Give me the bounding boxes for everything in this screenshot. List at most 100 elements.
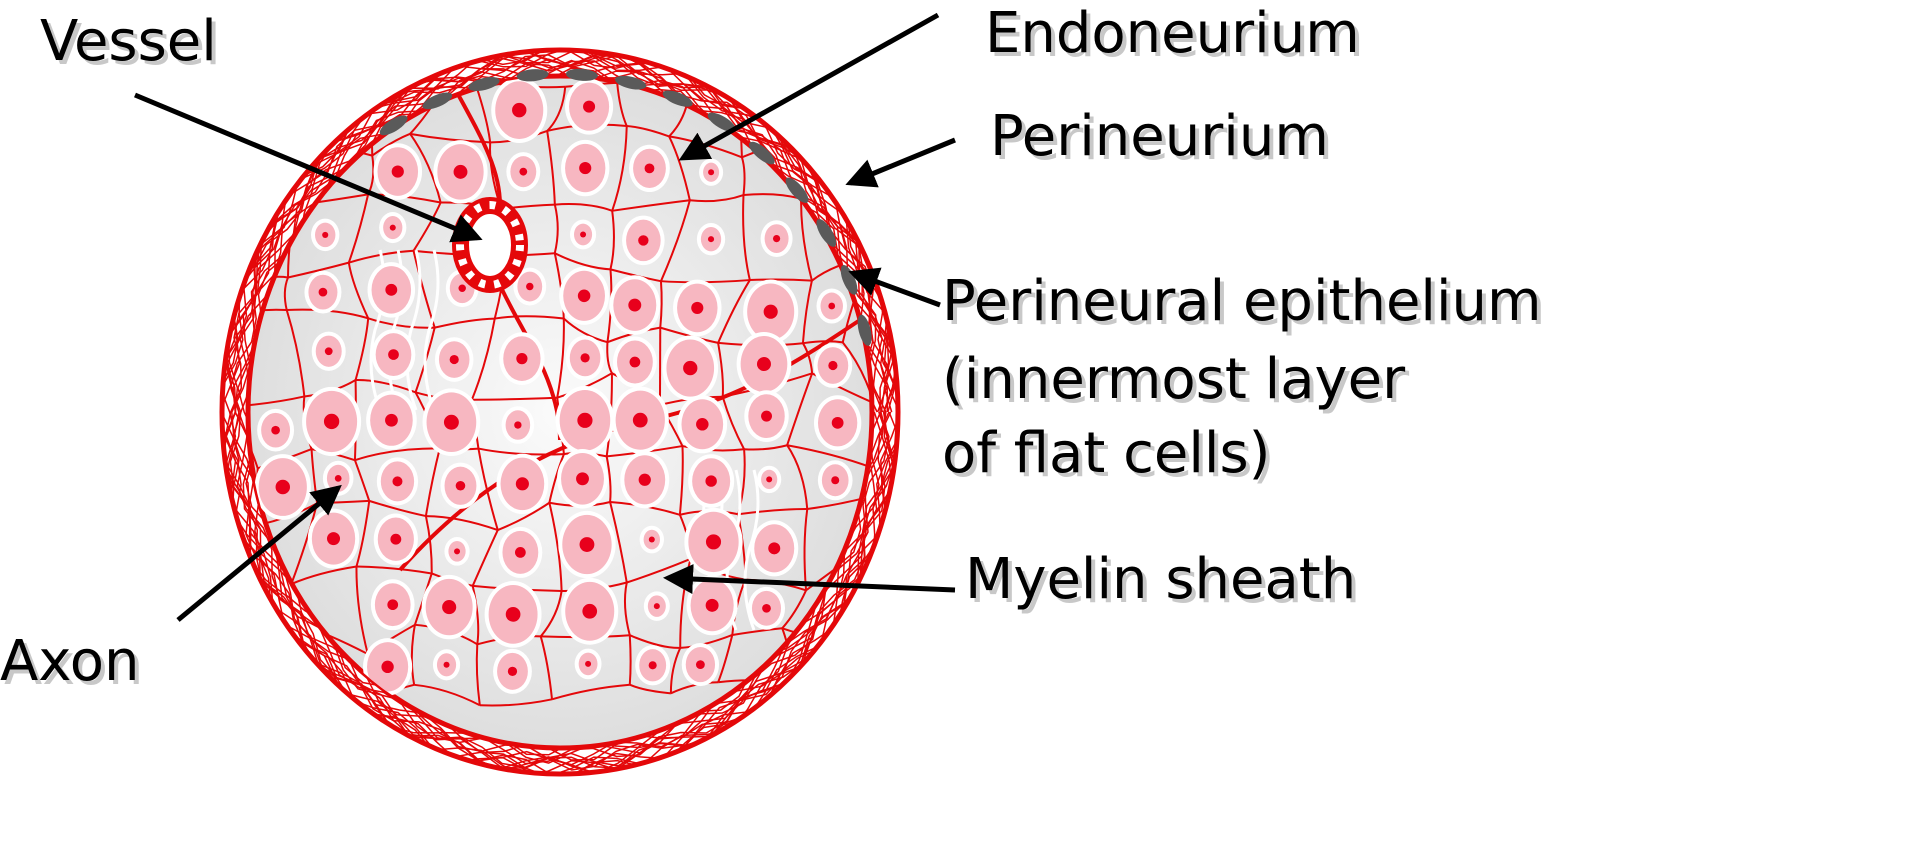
myelinated-axon	[491, 77, 548, 143]
myelinated-axon	[376, 457, 419, 506]
endoneurium-fiber	[669, 647, 682, 694]
myelinated-axon	[736, 332, 792, 397]
endoneurium-fiber	[285, 309, 306, 397]
endoneurium-fiber	[225, 578, 233, 624]
endoneurium-fiber	[548, 502, 563, 591]
endoneurium-fiber	[609, 501, 628, 583]
axon-core	[638, 473, 651, 486]
axon-core	[707, 236, 715, 243]
flat-epithelial-cell	[422, 92, 453, 110]
axon-core	[334, 474, 342, 482]
endoneurium-fiber	[425, 515, 499, 531]
axon-core	[691, 301, 704, 315]
myelinated-axon	[558, 510, 616, 579]
endoneurium-fiber	[354, 447, 440, 462]
endoneurium-fiber	[409, 133, 442, 203]
endoneurium-fiber	[738, 508, 808, 516]
endoneurium-fiber	[546, 86, 567, 132]
vessel-arrow	[134, 92, 483, 243]
myelinated-axon	[760, 220, 793, 257]
myelinated-axon	[743, 279, 799, 344]
endoneurium-fiber	[717, 634, 734, 683]
endoneurium-fiber	[551, 683, 630, 701]
endoneurium-fiber	[368, 499, 427, 518]
flat-epithelial-cell	[748, 141, 775, 165]
axon-core	[514, 421, 522, 429]
myelinated-axon	[635, 645, 671, 686]
axon-core	[772, 235, 781, 243]
myelinated-axon	[363, 638, 413, 696]
axon-core	[632, 412, 648, 428]
myelinated-axon	[373, 143, 423, 200]
axon-core	[648, 661, 657, 670]
perineurium-fiber	[222, 50, 898, 774]
label-perineural-epithelium-line2: (innermost layer	[942, 347, 1406, 412]
perineurium-fiber	[224, 54, 896, 771]
myelinated-axon	[696, 222, 726, 256]
axon-core	[828, 360, 838, 371]
endoneurium-fiber	[626, 124, 670, 138]
axon-core	[275, 479, 291, 495]
label-axon: Axon	[0, 629, 139, 694]
myelinated-axon	[370, 579, 415, 631]
myelinated-axon	[612, 336, 657, 388]
axon-core	[271, 425, 280, 435]
axon-core	[579, 162, 592, 175]
myelinated-axon	[493, 648, 532, 694]
axon-core	[387, 599, 399, 611]
flat-epithelial-cell	[468, 77, 500, 92]
axon-core	[696, 418, 709, 431]
axon-core	[512, 102, 527, 118]
endoneurium-fiber	[802, 342, 814, 374]
myelinated-axon	[557, 449, 608, 509]
endoneurium-fiber	[475, 644, 481, 706]
endoneurium-fiber	[471, 396, 558, 401]
endoneurium-fiber	[629, 634, 681, 649]
endoneurium-fiber	[539, 590, 563, 638]
endoneurium-fiber	[798, 128, 857, 136]
myelinated-axon	[681, 643, 720, 687]
label-vessel: Vessel	[40, 9, 217, 74]
perineural-epithelium-cells	[379, 68, 872, 346]
perineurium-arrow	[845, 137, 956, 188]
myelinated-axon	[611, 386, 669, 454]
myelinated-axon	[699, 158, 724, 186]
axon-core	[577, 412, 593, 428]
endoneurium-fiber	[424, 515, 433, 574]
endoneurium-fiber	[497, 501, 550, 531]
axon-core	[392, 476, 403, 487]
axon-core	[388, 349, 399, 360]
endoneurium-fiber	[749, 278, 812, 282]
endoneurium-fiber	[308, 76, 371, 80]
axon-core	[455, 480, 466, 491]
endoneurium-fiber	[553, 204, 559, 254]
myelinated-axon	[496, 453, 549, 515]
axon-core	[768, 542, 781, 555]
endoneurium-fiber	[629, 683, 671, 695]
endoneurium-fiber	[797, 76, 812, 131]
label-perineural-epithelium-line3: of flat cells)	[942, 421, 1271, 486]
axon-core	[385, 283, 398, 296]
axon-core	[629, 356, 641, 368]
myelinated-axon	[609, 275, 661, 335]
axon-core	[705, 598, 719, 612]
endoneurium-fiber	[612, 199, 690, 212]
endoneurium-fiber	[347, 194, 370, 263]
endoneurium-fiber	[717, 342, 724, 397]
axon-core	[628, 298, 642, 312]
myelinated-axon	[561, 139, 610, 197]
myelinated-axon	[422, 388, 481, 457]
myelinated-axon	[366, 390, 417, 450]
flat-epithelial-cell	[565, 68, 598, 81]
endoneurium-fiber	[494, 315, 564, 320]
flat-epithelial-cell	[816, 218, 837, 247]
myelinated-axon	[750, 520, 799, 577]
endoneurium-fiber	[689, 194, 744, 203]
axon-core	[390, 533, 402, 545]
myelinated-axon	[501, 406, 535, 444]
axon-core	[763, 304, 778, 319]
endoneurium-fiber	[248, 619, 288, 626]
endoneurium-fiber	[742, 194, 751, 281]
endoneurium-fiber	[479, 698, 553, 707]
flat-epithelial-cell	[379, 115, 408, 136]
